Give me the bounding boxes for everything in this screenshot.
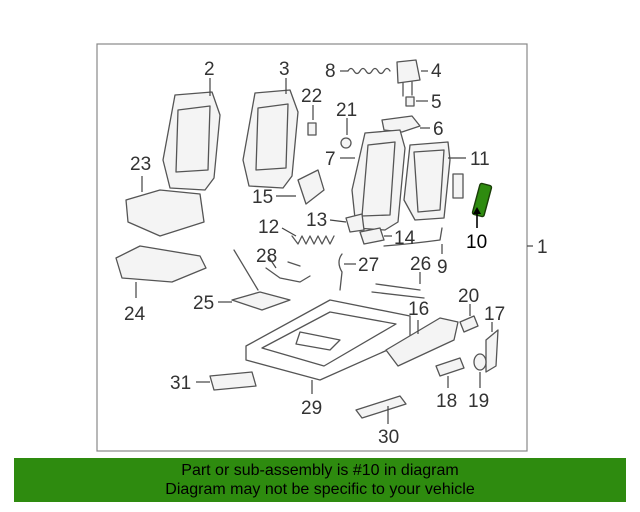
ring-19: [473, 353, 487, 371]
callout-14: 14: [394, 228, 416, 249]
seat-back-cover-2-detail: [175, 105, 211, 173]
callout-2: 2: [204, 59, 215, 80]
callout-9: 9: [437, 257, 448, 278]
cushion-pad-24: [115, 245, 207, 283]
bracket-31: [209, 371, 257, 391]
bracket-14: [359, 227, 385, 245]
rail-26: [371, 283, 425, 299]
callout-27: 27: [358, 255, 379, 276]
callout-16: 16: [408, 299, 429, 320]
seat-back-frame-7: [351, 129, 406, 231]
callout-23: 23: [130, 154, 151, 175]
spring-12: [291, 235, 335, 245]
callout-11: 11: [470, 149, 490, 170]
callout-18: 18: [436, 391, 457, 412]
trim-30: [355, 395, 407, 419]
callout-26: 26: [410, 254, 431, 275]
bracket-6: [381, 115, 421, 133]
callout-20: 20: [458, 286, 479, 307]
callout-3: 3: [279, 59, 290, 80]
cover-17: [485, 329, 499, 373]
callout-4: 4: [431, 61, 442, 82]
knob-20: [459, 315, 479, 333]
clip-22: [307, 122, 317, 136]
back-panel-11: [403, 141, 451, 221]
callout-25: 25: [193, 293, 214, 314]
back-panel-11-inner: [413, 149, 445, 213]
callout-15: 15: [252, 187, 273, 208]
leader-28: [267, 255, 277, 269]
seat-back-cover-3: [242, 89, 299, 189]
seat-back-frame-7-inner: [361, 141, 396, 217]
seat-parts-diagram: 1 2 3 4 5 6 7 8 9 10 11 12 13 14 15 16 1…: [96, 43, 548, 452]
callout-24: 24: [124, 304, 146, 325]
diagram-frame: [96, 43, 528, 452]
spring-8: [347, 67, 391, 75]
seat-back-cover-3-detail: [255, 103, 289, 171]
leader-10-arrow: [473, 207, 481, 214]
harness-28: [265, 261, 311, 283]
callout-30: 30: [378, 427, 399, 448]
bracket-13: [345, 213, 365, 233]
callout-28: 28: [256, 246, 277, 267]
guide-5: [405, 96, 415, 107]
banner-line-2: Diagram may not be specific to your vehi…: [165, 481, 475, 498]
rod-left: [233, 249, 259, 291]
callout-1: 1: [537, 237, 548, 258]
callout-7: 7: [325, 149, 336, 170]
callout-31: 31: [170, 373, 191, 394]
banner-line-1: Part or sub-assembly is #10 in diagram: [181, 462, 459, 479]
bracket-small: [452, 173, 464, 199]
callout-17: 17: [484, 304, 505, 325]
seat-frame-29: [245, 299, 411, 381]
seat-frame-29-inner: [261, 311, 397, 367]
callout-21: 21: [336, 100, 357, 121]
lumbar-15: [297, 169, 325, 205]
callout-12: 12: [258, 217, 279, 238]
track-25: [231, 291, 291, 311]
leader-13: [329, 219, 347, 223]
side-shield-16: [385, 317, 459, 367]
callout-22: 22: [301, 86, 322, 107]
clip-21: [340, 137, 352, 149]
callout-5: 5: [431, 92, 442, 113]
callout-10: 10: [466, 232, 487, 253]
callout-13: 13: [306, 210, 327, 231]
seat-back-cover-2: [162, 91, 221, 191]
headrest-4: [396, 59, 421, 84]
leader-12: [281, 227, 297, 237]
link-27: [338, 253, 343, 291]
callout-6: 6: [433, 119, 444, 140]
info-banner: Part or sub-assembly is #10 in diagram D…: [14, 458, 626, 502]
callout-19: 19: [468, 391, 489, 412]
cable-9: [383, 227, 443, 247]
cushion-cover-23: [125, 189, 205, 237]
handle-18: [435, 357, 465, 377]
callout-29: 29: [301, 398, 322, 419]
callout-8: 8: [325, 61, 336, 82]
